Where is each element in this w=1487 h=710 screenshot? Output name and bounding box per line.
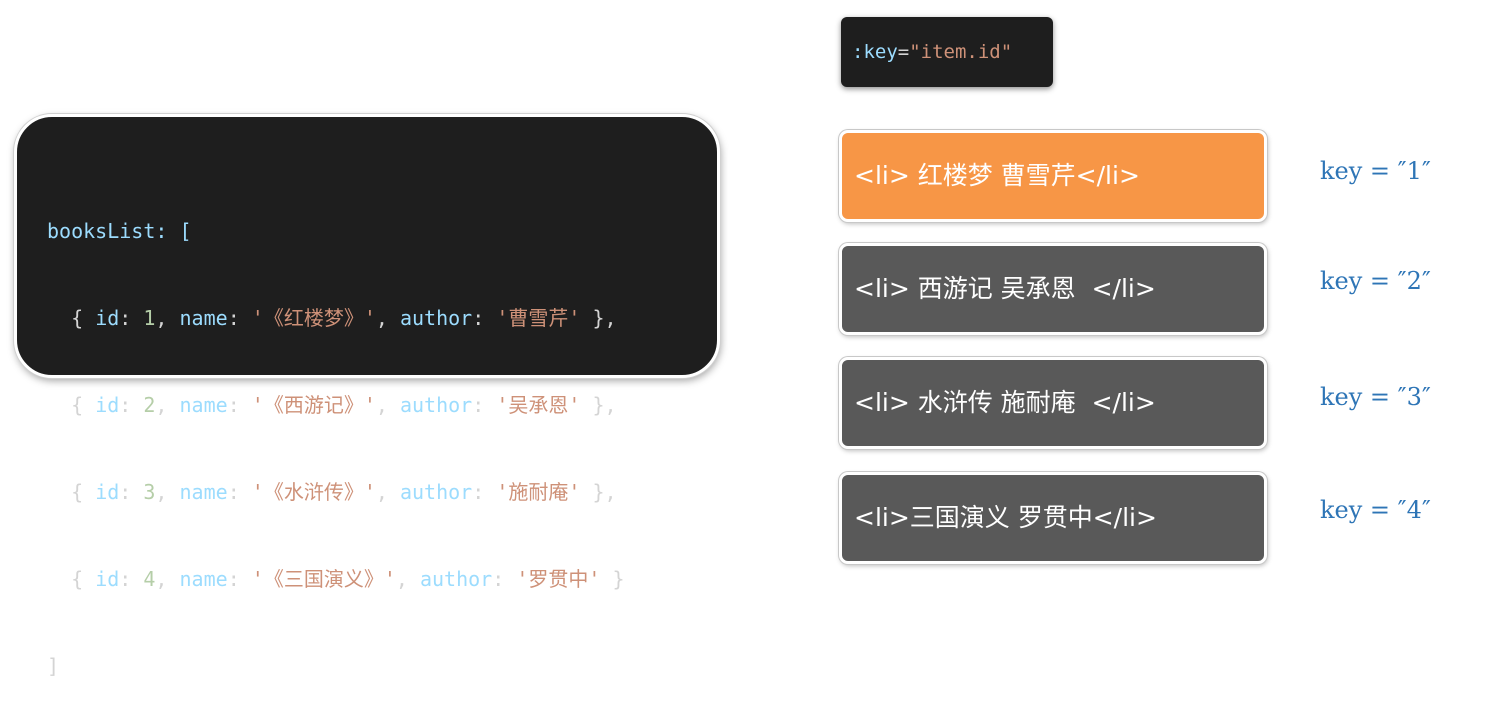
- key-value: "item.id": [909, 41, 1013, 63]
- book-id: 2: [143, 393, 156, 417]
- book-id: 3: [143, 480, 156, 504]
- key-binding-label: :key="item.id": [841, 17, 1053, 87]
- code-close-text: ]: [47, 654, 60, 678]
- key-text-3: key = ″3″: [1320, 383, 1431, 411]
- code-line-book-3: { id: 3, name: '《水浒传》', author: '施耐庵' },: [71, 480, 617, 504]
- list-item-1: <li> 红楼梦 曹雪芹</li>: [839, 130, 1267, 222]
- book-name: '《三国演义》': [251, 567, 396, 591]
- code-line-close: ]: [47, 652, 717, 681]
- book-name: '《西游记》': [251, 393, 376, 417]
- list-item-2: <li> 西游记 吴承恩 </li>: [839, 243, 1267, 335]
- book-end: },: [580, 306, 617, 330]
- code-line-book-4: { id: 4, name: '《三国演义》', author: '罗贯中' }: [71, 567, 625, 591]
- key-equals: =: [897, 41, 910, 63]
- book-name: '《水浒传》': [251, 480, 376, 504]
- book-author: '吴承恩': [496, 393, 581, 417]
- list-item-3: <li> 水浒传 施耐庵 </li>: [839, 357, 1267, 449]
- code-line-book-1: { id: 1, name: '《红楼梦》', author: '曹雪芹' },: [71, 306, 617, 330]
- code-open-text: booksList: [: [47, 219, 192, 243]
- key-attr: :key: [852, 41, 898, 63]
- book-id: 1: [143, 306, 156, 330]
- key-text-2: key = ″2″: [1320, 267, 1431, 295]
- book-id: 4: [143, 567, 156, 591]
- books-list-code-panel: booksList: [ { id: 1, name: '《红楼梦》', aut…: [14, 114, 720, 678]
- book-author: '曹雪芹': [496, 306, 581, 330]
- book-author: '施耐庵': [496, 480, 581, 504]
- list-item-4: <li>三国演义 罗贯中</li>: [839, 472, 1267, 564]
- code-line-open: booksList: [: [47, 217, 717, 246]
- code-line-book-2: { id: 2, name: '《西游记》', author: '吴承恩' },: [71, 393, 617, 417]
- book-end: }: [600, 567, 625, 591]
- book-end: },: [580, 480, 617, 504]
- key-text-4: key = ″4″: [1320, 496, 1431, 524]
- book-end: },: [580, 393, 617, 417]
- book-author: '罗贯中': [516, 567, 601, 591]
- book-name: '《红楼梦》': [251, 306, 376, 330]
- key-text-1: key = ″1″: [1320, 157, 1431, 185]
